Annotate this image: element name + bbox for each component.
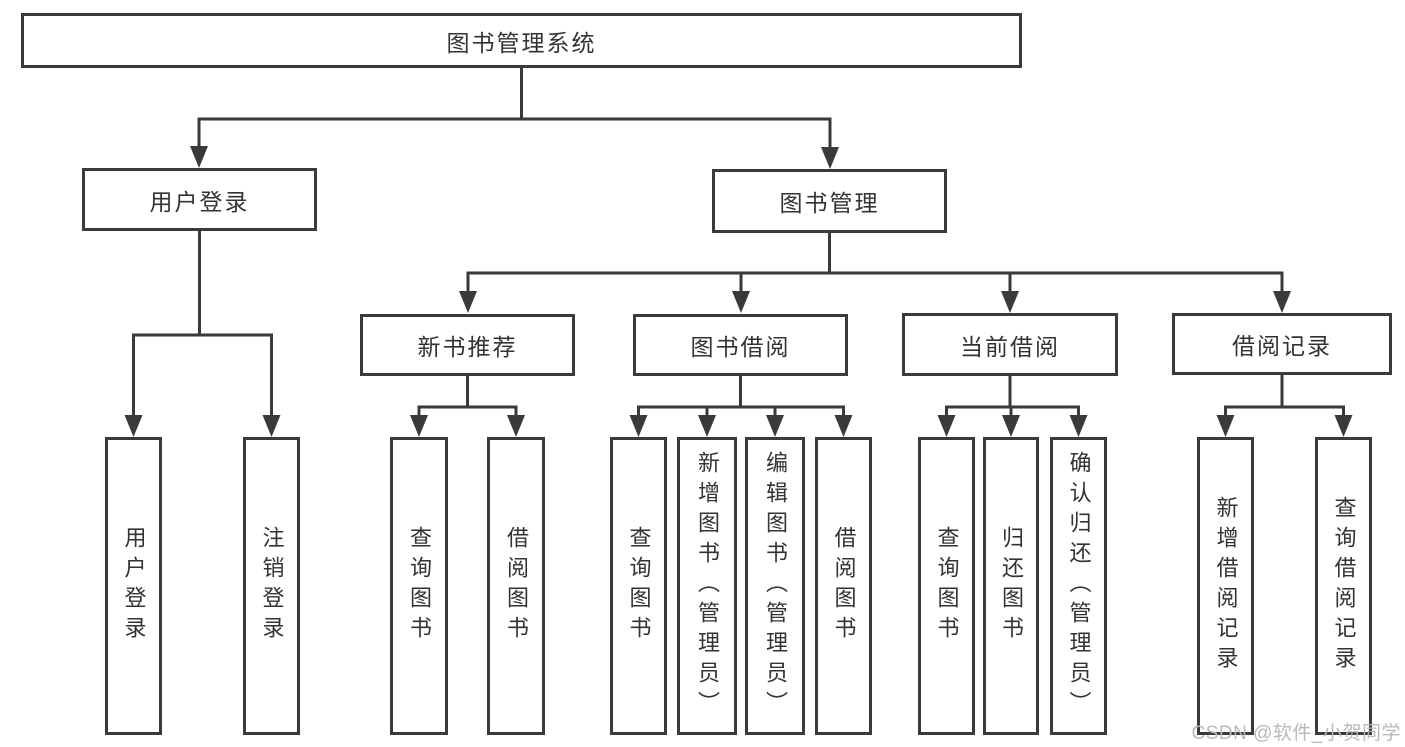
node-borrow-records-label: 借阅记录 [1232, 333, 1332, 359]
leaf-query-books-current-label: 查询图书 [934, 526, 960, 646]
leaf-borrow-books-label: 借阅图书 [831, 526, 857, 646]
leaf-return-book-label: 归还图书 [999, 526, 1024, 646]
leaf-query-books-borrow-label: 查询图书 [626, 526, 652, 646]
leaf-borrow-books-rec-label: 借阅图书 [504, 526, 529, 646]
leaf-query-borrow-record-label: 查询借阅记录 [1331, 496, 1357, 676]
connector-root-to-level2 [190, 68, 839, 169]
leaf-logout-label: 注销登录 [259, 526, 285, 646]
leaf-user-login: 用户登录 [105, 437, 162, 735]
leaf-query-books-borrow: 查询图书 [610, 437, 667, 735]
node-book-borrow: 图书借阅 [633, 314, 848, 376]
connector-current-borrow-children [937, 376, 1088, 437]
leaf-confirm-return-admin: 确认归还（管理员） [1050, 437, 1107, 735]
leaf-query-borrow-record: 查询借阅记录 [1315, 437, 1372, 735]
leaf-borrow-books-rec: 借阅图书 [487, 437, 545, 735]
connector-borrow-records-children [1216, 375, 1353, 437]
leaf-add-book-admin-label: 新增图书（管理员） [695, 451, 720, 721]
node-root-label: 图书管理系统 [446, 29, 597, 56]
node-book-management-label: 图书管理 [779, 190, 880, 216]
leaf-edit-book-admin: 编辑图书（管理员） [745, 437, 805, 735]
leaf-return-book: 归还图书 [983, 437, 1039, 735]
watermark: CSDN @软件_小贺同学 [1191, 723, 1401, 744]
leaf-confirm-return-admin-label: 确认归还（管理员） [1066, 451, 1092, 721]
node-borrow-records: 借阅记录 [1172, 313, 1392, 375]
node-user-login: 用户登录 [82, 168, 317, 231]
node-new-book-rec: 新书推荐 [360, 314, 575, 376]
leaf-user-login-label: 用户登录 [121, 526, 147, 646]
connector-book-borrow-children [629, 376, 853, 437]
connector-new-book-rec-children [410, 376, 525, 437]
node-root: 图书管理系统 [21, 13, 1022, 68]
connector-book-mgmt-children [459, 233, 1291, 313]
leaf-logout: 注销登录 [243, 437, 300, 735]
node-book-management: 图书管理 [712, 169, 947, 233]
node-new-book-rec-label: 新书推荐 [417, 334, 518, 360]
leaf-add-book-admin: 新增图书（管理员） [677, 437, 737, 735]
leaf-query-books-current: 查询图书 [918, 437, 975, 735]
node-user-login-label: 用户登录 [149, 188, 250, 215]
leaf-edit-book-admin-label: 编辑图书（管理员） [763, 451, 788, 721]
connector-user-login-children [124, 231, 281, 437]
leaf-borrow-books: 借阅图书 [815, 437, 872, 735]
leaf-add-borrow-record-label: 新增借阅记录 [1213, 496, 1239, 676]
leaf-add-borrow-record: 新增借阅记录 [1197, 437, 1254, 735]
node-book-borrow-label: 图书借阅 [690, 334, 791, 360]
node-current-borrow: 当前借阅 [902, 313, 1118, 376]
node-current-borrow-label: 当前借阅 [960, 333, 1060, 360]
leaf-query-books-rec: 查询图书 [390, 437, 448, 735]
leaf-query-books-rec-label: 查询图书 [407, 526, 432, 646]
